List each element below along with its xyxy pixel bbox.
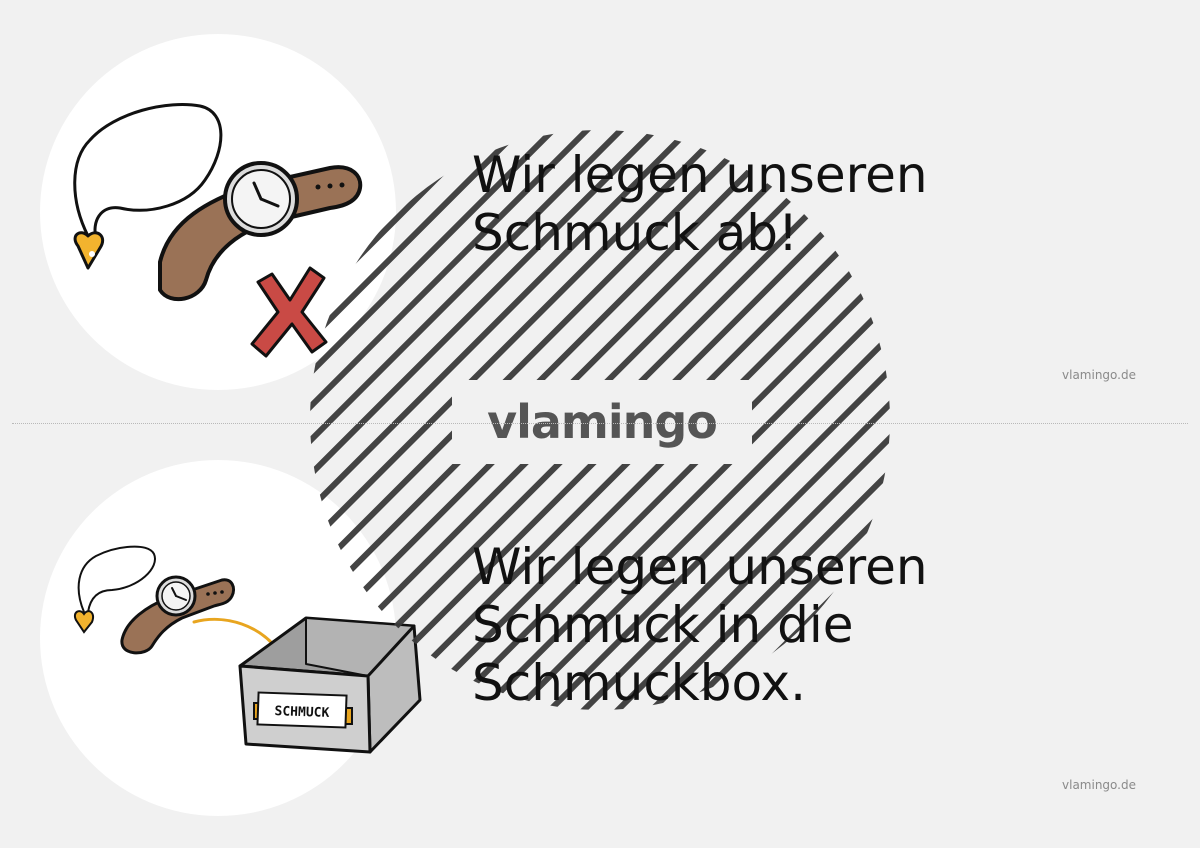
credit-text-top: vlamingo.de [1062,368,1136,382]
box-label: SCHMUCK [274,704,329,721]
caption-line: Wir legen unseren [472,146,928,204]
jewelry-box-icon: SCHMUCK [238,616,422,754]
small-necklace-icon [74,545,156,634]
caption-line: Wir legen unseren [472,538,928,596]
watermark-logo: vlamingo [452,380,752,464]
small-watch-icon [120,575,236,655]
watch-icon [158,161,363,301]
caption-line: Schmuck ab! [472,204,799,262]
logo-text: vlamingo [487,395,718,449]
cut-line [12,423,1188,424]
caption-line: Schmuck in die [472,596,854,654]
necklace-icon [73,102,223,270]
caption-line: Schmuckbox. [472,654,807,712]
credit-text-bottom: vlamingo.de [1062,778,1136,792]
caption-top: Wir legen unseren Schmuck ab! [472,146,928,262]
caption-bottom: Wir legen unseren Schmuck in die Schmuck… [472,538,928,712]
